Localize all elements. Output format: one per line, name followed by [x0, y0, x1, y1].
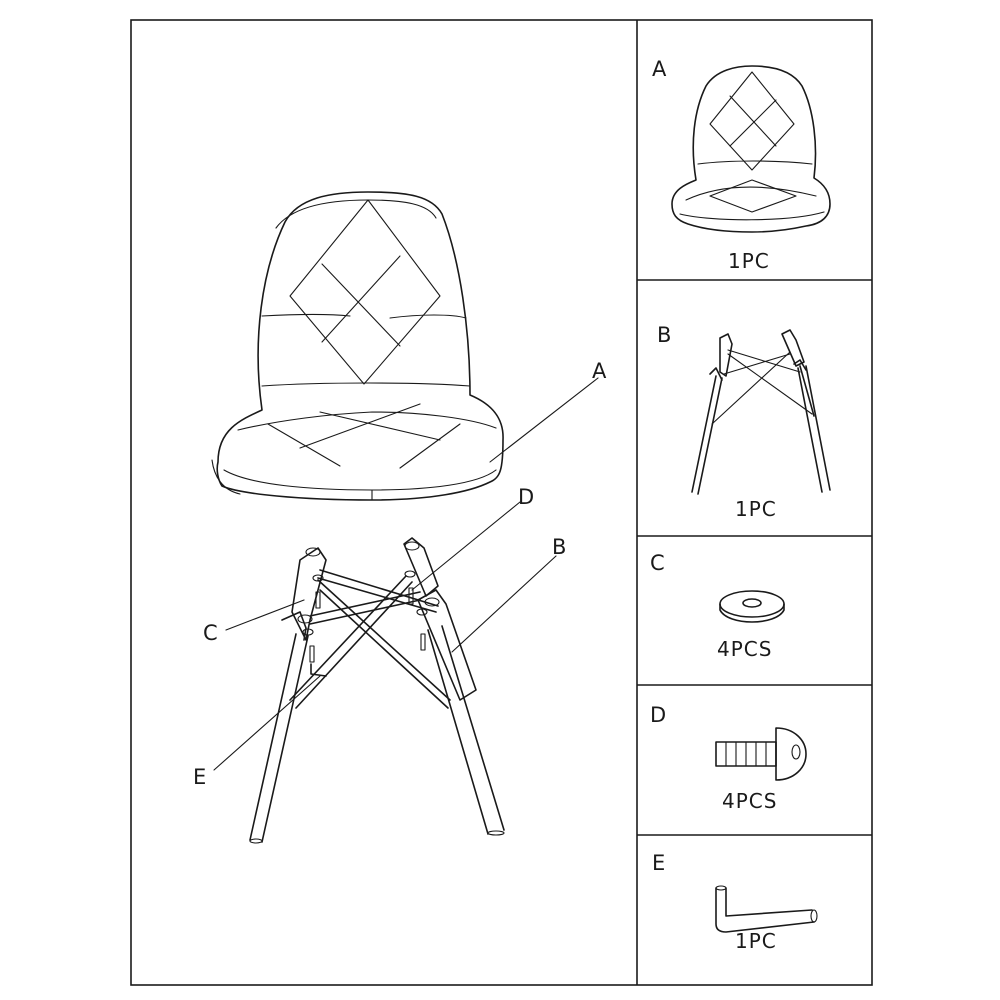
chair-base-icon	[691, 329, 831, 495]
callout-e: E	[193, 765, 206, 789]
part-e-quantity: 1PC	[735, 929, 777, 953]
chair-seat-drawing	[211, 191, 504, 501]
part-a-quantity: 1PC	[728, 249, 770, 273]
allen-key-icon	[715, 885, 818, 933]
part-e-letter: E	[652, 851, 665, 875]
callout-d: D	[518, 485, 534, 509]
part-c-panel: C 4PCS	[650, 551, 785, 661]
chair-base-drawing	[249, 537, 505, 844]
callout-b: B	[552, 535, 566, 559]
part-d-quantity: 4PCS	[722, 789, 777, 813]
part-b-panel: B 1PC	[657, 323, 831, 521]
washer-icon	[719, 590, 785, 623]
part-a-panel: A 1PC	[652, 57, 831, 273]
part-d-letter: D	[650, 703, 666, 727]
part-c-quantity: 4PCS	[717, 637, 772, 661]
exploded-view: A D B C E	[193, 191, 607, 844]
leader-lines	[213, 377, 599, 771]
part-b-letter: B	[657, 323, 671, 347]
chair-seat-icon	[671, 65, 831, 233]
part-c-letter: C	[650, 551, 665, 575]
part-a-letter: A	[652, 57, 667, 81]
callout-a: A	[592, 359, 607, 383]
callout-c: C	[203, 621, 218, 645]
part-b-quantity: 1PC	[735, 497, 777, 521]
part-e-panel: E 1PC	[652, 851, 818, 953]
part-d-panel: D 4PCS	[650, 703, 807, 813]
bolt-icon	[715, 727, 807, 781]
sheet-frame	[130, 19, 873, 986]
